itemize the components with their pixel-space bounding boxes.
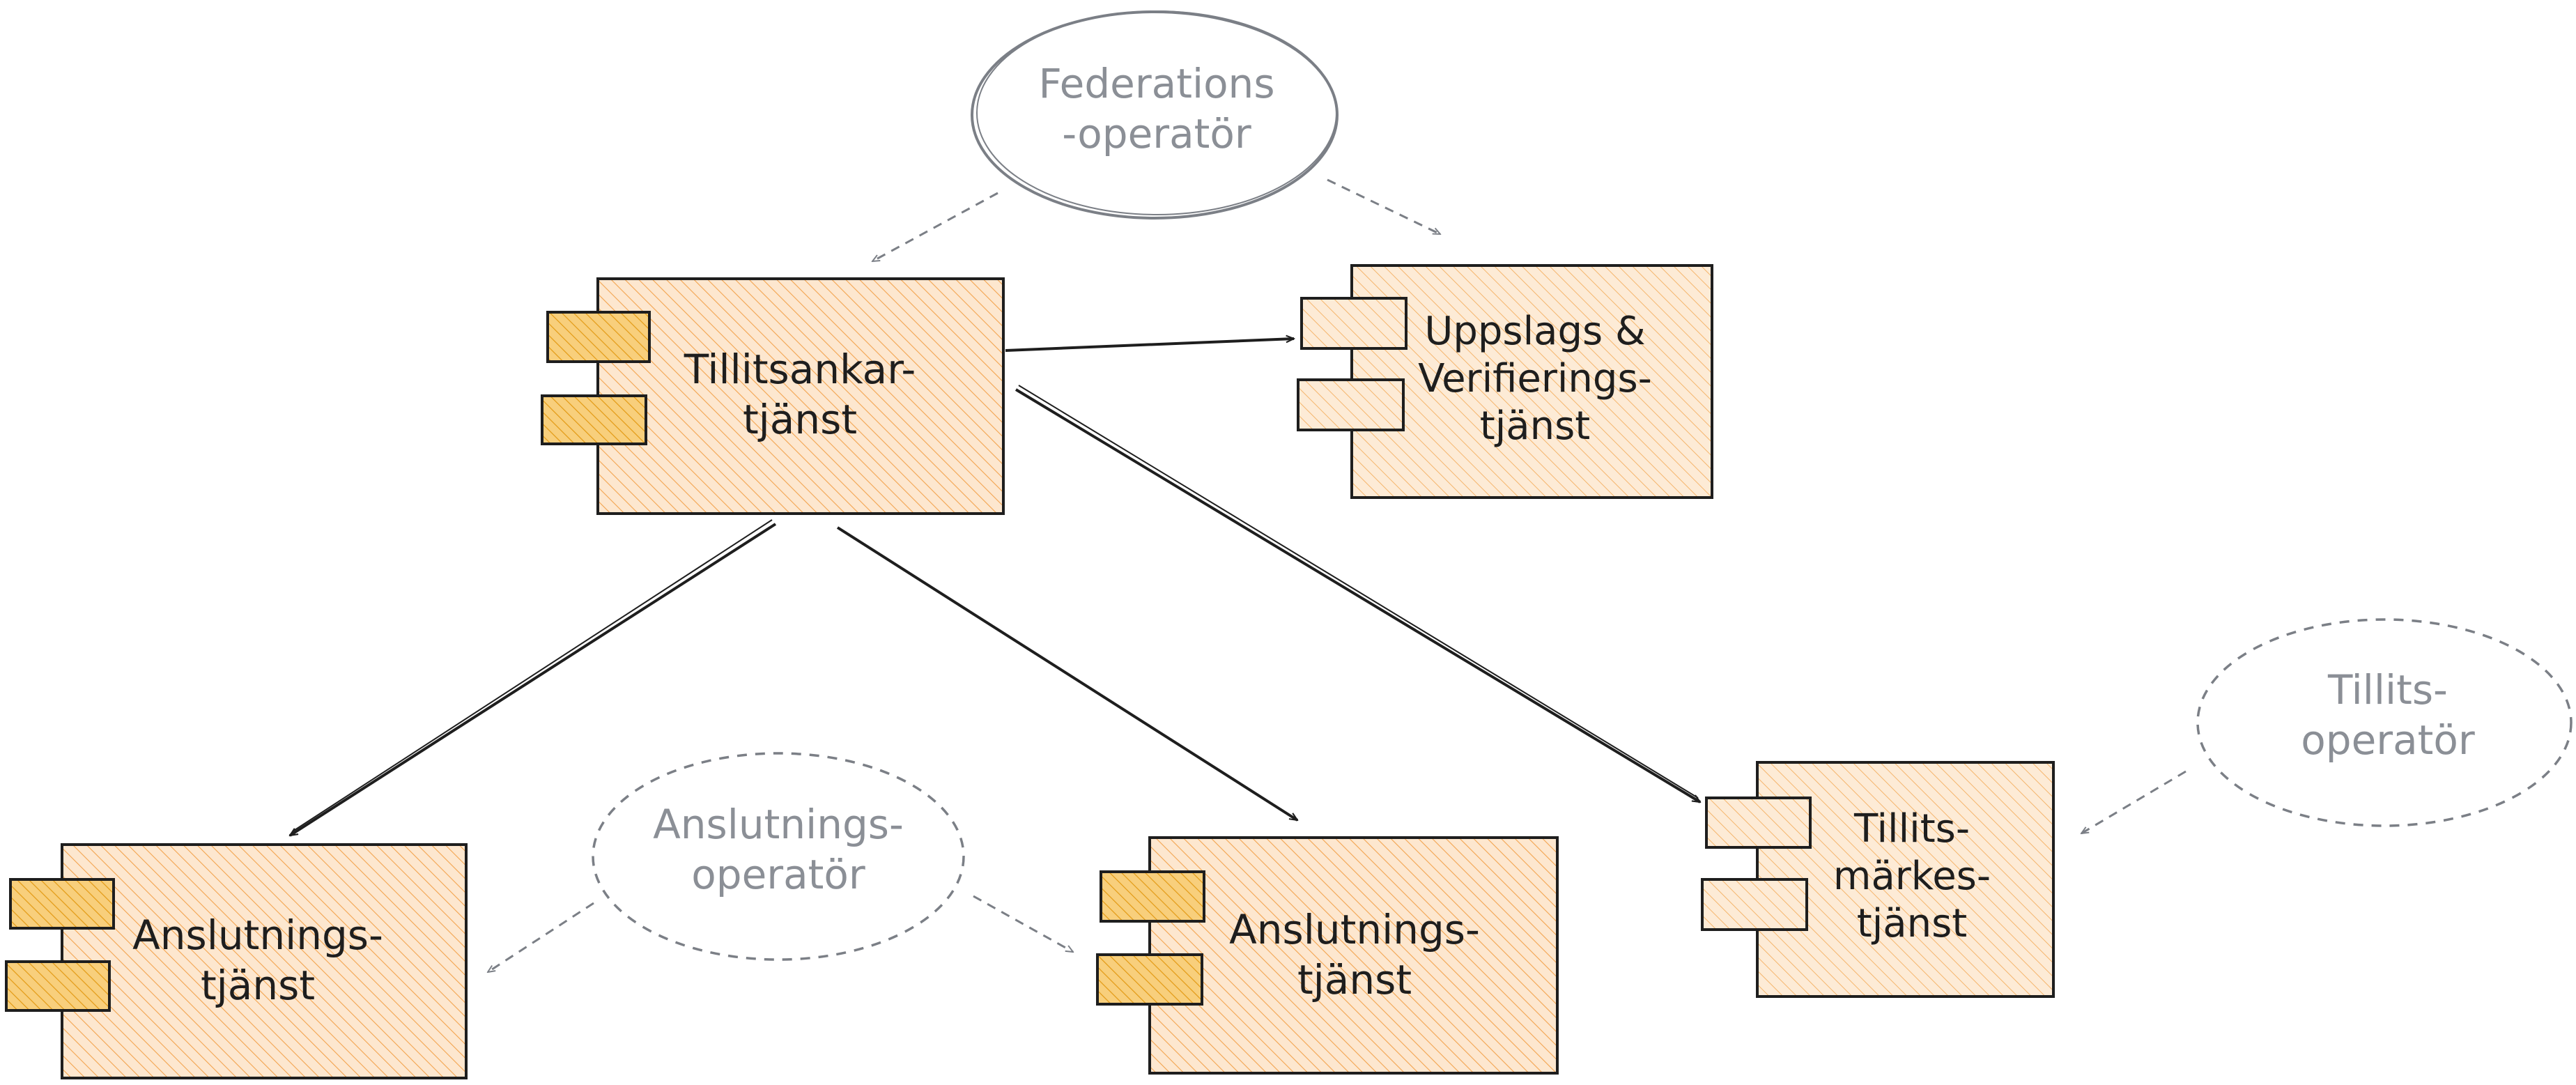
component-uppslags-line2: Verifierings- [1418, 356, 1652, 401]
port-icon [1701, 878, 1808, 931]
port-icon [1705, 797, 1812, 849]
operator-anslutnings: Anslutnings- operatör [592, 752, 965, 961]
arrow-anslutnings-to-right [973, 895, 1073, 953]
arrow-anslutnings-to-left [488, 902, 594, 972]
operator-tillits-line2: operatör [2301, 716, 2475, 764]
operator-federation-line1: Federations [1038, 60, 1274, 107]
component-tillitsmarkes-line2: märkes- [1833, 854, 1991, 899]
component-anslutnings-left: Anslutnings- tjänst [5, 843, 468, 1079]
operator-anslutnings-line1: Anslutnings- [653, 801, 904, 848]
port-icon [541, 394, 647, 445]
component-uppslags: Uppslags & Verifierings- tjänst [1297, 264, 1713, 499]
arrow-tillits-to-tillitsmarkes [2081, 770, 2186, 835]
port-icon [1100, 870, 1205, 923]
arrow-federation-to-tillitsankar [872, 192, 998, 263]
port-icon [546, 311, 651, 363]
component-tillitsankar-line1: Tillitsankar- [684, 346, 916, 393]
port-icon [1096, 953, 1203, 1006]
component-tillitsankar-line2: tjänst [743, 396, 857, 443]
component-anslutnings-right-line2: tjänst [1297, 956, 1412, 1003]
operator-federation-line2: -operatör [1062, 110, 1251, 157]
component-anslutnings-left-line1: Anslutnings- [132, 911, 383, 959]
component-uppslags-line3: tjänst [1480, 403, 1590, 449]
component-tillitsmarkes-line1: Tillits- [1853, 806, 1970, 852]
arrow-tillitsankar-to-tillitsmarkes [1015, 388, 1700, 803]
arrow-tillitsankar-to-uppslags [1005, 339, 1294, 352]
operator-tillits-line1: Tillits- [2327, 666, 2448, 714]
arrow-tillitsankar-to-anslutnings-right [836, 526, 1297, 822]
dashed-arrows [488, 178, 2186, 972]
component-anslutnings-right: Anslutnings- tjänst [1096, 836, 1559, 1075]
port-icon [5, 960, 111, 1012]
arrow-federation-to-uppslags [1327, 178, 1440, 236]
port-icon [9, 878, 115, 930]
port-icon [1300, 297, 1407, 350]
port-icon [1297, 378, 1405, 431]
component-anslutnings-right-line1: Anslutnings- [1229, 906, 1480, 953]
component-tillitsankar: Tillitsankar- tjänst [541, 277, 1005, 515]
component-tillitsmarkes: Tillits- märkes- tjänst [1701, 761, 2055, 998]
operator-federation: Federations -operatör [971, 10, 1339, 220]
operator-anslutnings-line2: operatör [691, 851, 865, 898]
arrow-tillitsankar-to-anslutnings-left [290, 523, 777, 837]
operator-tillits: Tillits- operatör [2196, 618, 2573, 827]
component-uppslags-line1: Uppslags & [1424, 309, 1645, 354]
component-anslutnings-left-line2: tjänst [201, 962, 315, 1009]
component-tillitsmarkes-line3: tjänst [1857, 901, 1967, 946]
solid-arrows [290, 339, 1700, 837]
